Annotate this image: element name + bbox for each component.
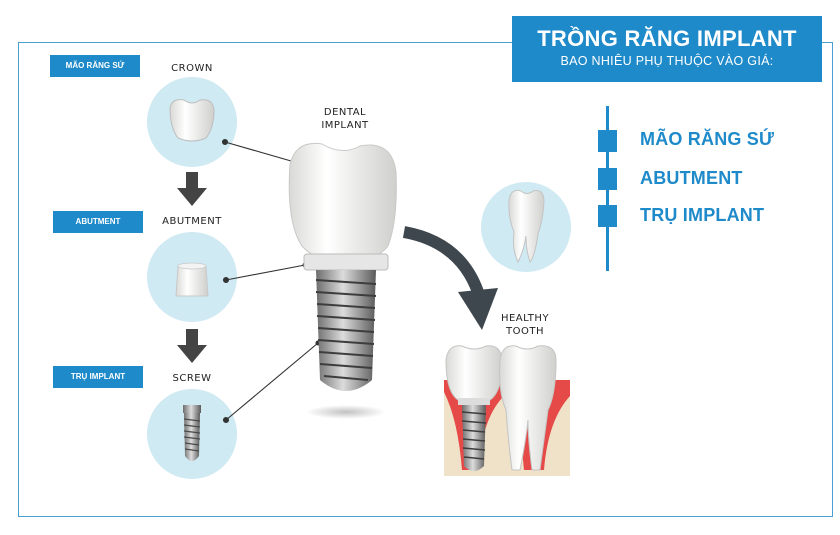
- page-title: TRỒNG RĂNG IMPLANT: [537, 26, 797, 51]
- caption-healthy-tooth-line2: TOOTH: [506, 326, 544, 337]
- legend-item-crown: MÃO RĂNG SỨ: [640, 129, 775, 149]
- caption-dental-implant-line1: DENTAL: [323, 107, 367, 118]
- healthy-tooth-icon: [508, 189, 545, 264]
- arrow-down-icon: [177, 172, 207, 206]
- caption-screw: SCREW: [172, 373, 212, 384]
- caption-dental-implant-line2: IMPLANT: [321, 120, 369, 131]
- caption-crown: CROWN: [171, 63, 213, 74]
- abutment-icon: [175, 262, 209, 297]
- caption-healthy-tooth: HEALTHY TOOTH: [490, 312, 560, 338]
- screw-icon: [183, 405, 201, 461]
- legend-item-implant: TRỤ IMPLANT: [640, 205, 765, 225]
- page-subtitle: BAO NHIÊU PHỤ THUỘC VÀO GIÁ:: [560, 54, 774, 68]
- curved-arrow-icon: [402, 226, 498, 330]
- caption-abutment: ABUTMENT: [162, 216, 222, 227]
- title-banner: TRỒNG RĂNG IMPLANT BAO NHIÊU PHỤ THUỘC V…: [512, 16, 822, 82]
- legend-item-abutment: ABUTMENT: [640, 168, 743, 188]
- arrow-down-icon: [177, 329, 207, 363]
- tag-crown: MÃO RĂNG SỨ: [50, 55, 140, 77]
- content-frame: [18, 42, 833, 517]
- crown-icon: [169, 99, 215, 142]
- tag-implant: TRỤ IMPLANT: [53, 366, 143, 388]
- caption-dental-implant: DENTAL IMPLANT: [310, 106, 380, 132]
- caption-healthy-tooth-line1: HEALTHY: [500, 313, 550, 324]
- tag-abutment: ABUTMENT: [53, 211, 143, 233]
- gum-comparison-illustration: [444, 345, 570, 476]
- legend-bar: [598, 106, 617, 271]
- dental-implant-illustration: [288, 142, 397, 419]
